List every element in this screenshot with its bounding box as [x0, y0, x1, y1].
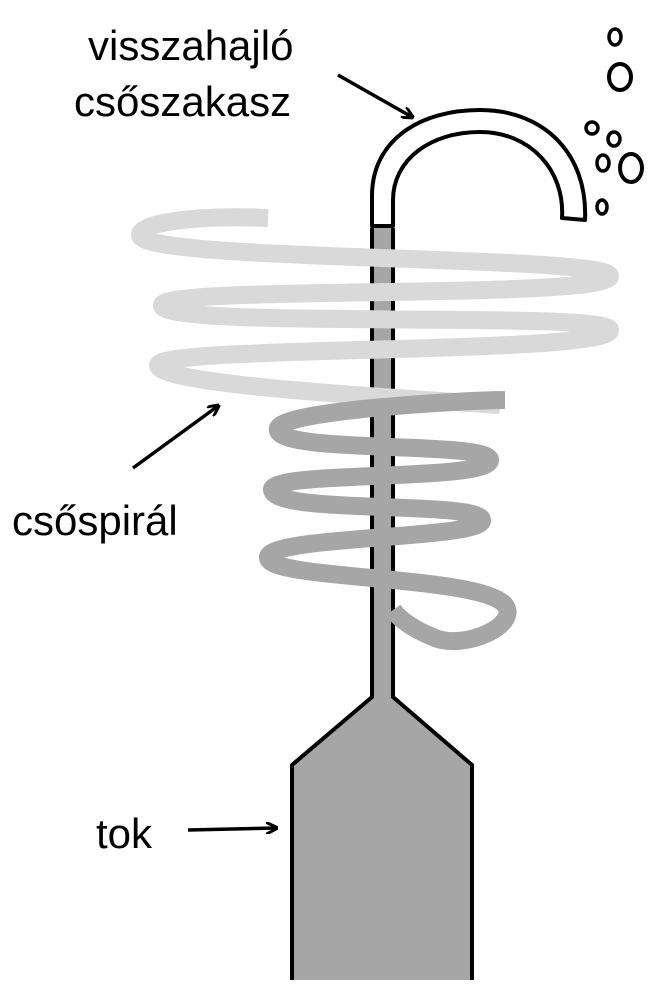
coil-dark — [259, 391, 517, 651]
label-bent-section-line2: csőszakasz — [74, 78, 291, 125]
bubble-icon — [595, 153, 611, 173]
arrow-icon — [337, 73, 412, 117]
arrow-icon — [131, 406, 218, 470]
bubble-icon — [607, 62, 633, 92]
label-bent-section-line1: visszahajló — [88, 22, 293, 69]
coil-light — [130, 208, 620, 414]
label-coil: csőspirál — [12, 497, 178, 544]
bubble-icon — [607, 27, 623, 47]
bubble-icon — [606, 130, 622, 148]
bubble-icon — [618, 152, 644, 184]
bent-pipe — [370, 108, 588, 228]
bubble-icon — [595, 198, 609, 216]
housing-body — [292, 697, 472, 980]
label-housing: tok — [96, 810, 153, 857]
arrow-icon — [187, 828, 276, 830]
bubble-icon — [584, 120, 600, 136]
